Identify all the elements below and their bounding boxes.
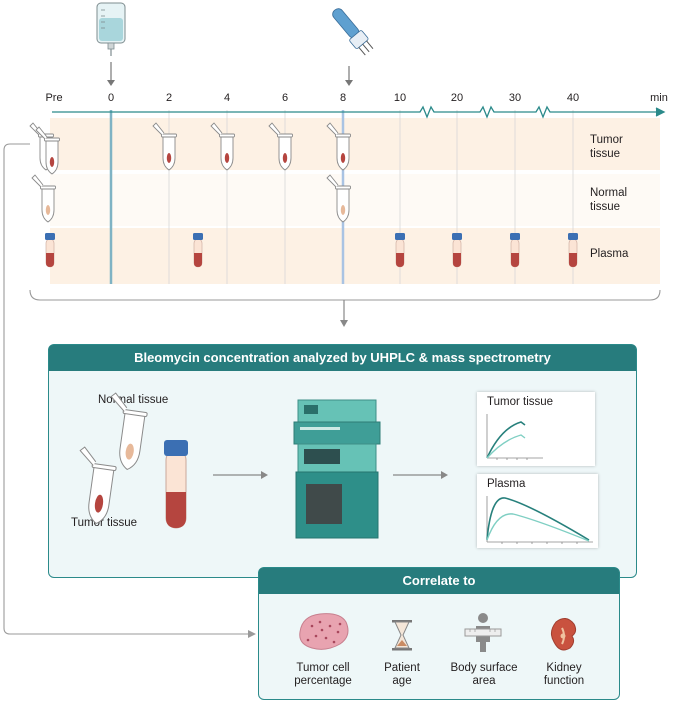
timeline-bracket: [29, 289, 661, 301]
tick-40: 40: [566, 92, 580, 104]
tumor-chart-title: Tumor tissue: [487, 396, 554, 408]
tick-0: 0: [107, 92, 115, 104]
analysis-title: Bleomycin concentration analyzed by UHPL…: [49, 345, 636, 371]
normal-tissue-label: Normal tissue: [98, 394, 169, 406]
tick-30: 30: [508, 92, 522, 104]
tick-4: 4: [223, 92, 231, 104]
tick-pre: Pre: [45, 92, 63, 104]
plasma-row-band: [50, 228, 660, 284]
plasma-chart-title: Plasma: [487, 478, 526, 490]
tick-6: 6: [281, 92, 289, 104]
tick-2: 2: [165, 92, 173, 104]
tick-unit-min: min: [650, 92, 668, 104]
normal-tubes: [31, 174, 351, 223]
plasma-chart-svg: [486, 496, 593, 544]
iv-bag-icon: [96, 2, 126, 56]
tick-20: 20: [450, 92, 464, 104]
tumor-tissue-label: Tumor tissue: [71, 517, 138, 529]
tumor-tubes: [29, 122, 351, 175]
row-label-plasma: Plasma: [590, 248, 629, 260]
plasma-tubes: [44, 232, 579, 268]
tick-10: 10: [393, 92, 407, 104]
normal-row-band: [50, 174, 660, 226]
correlate-title: Correlate to: [259, 568, 619, 594]
tumor-tissue-chart-card: Tumor tissue: [477, 392, 595, 466]
tumor-chart-svg: [486, 414, 543, 460]
plasma-chart-card: Plasma: [477, 474, 598, 548]
probe-icon: [332, 8, 374, 56]
tick-8: 8: [339, 92, 347, 104]
tumor-row-band: [50, 118, 660, 170]
connector-line: [3, 143, 250, 635]
timeline-axis: [52, 105, 666, 119]
